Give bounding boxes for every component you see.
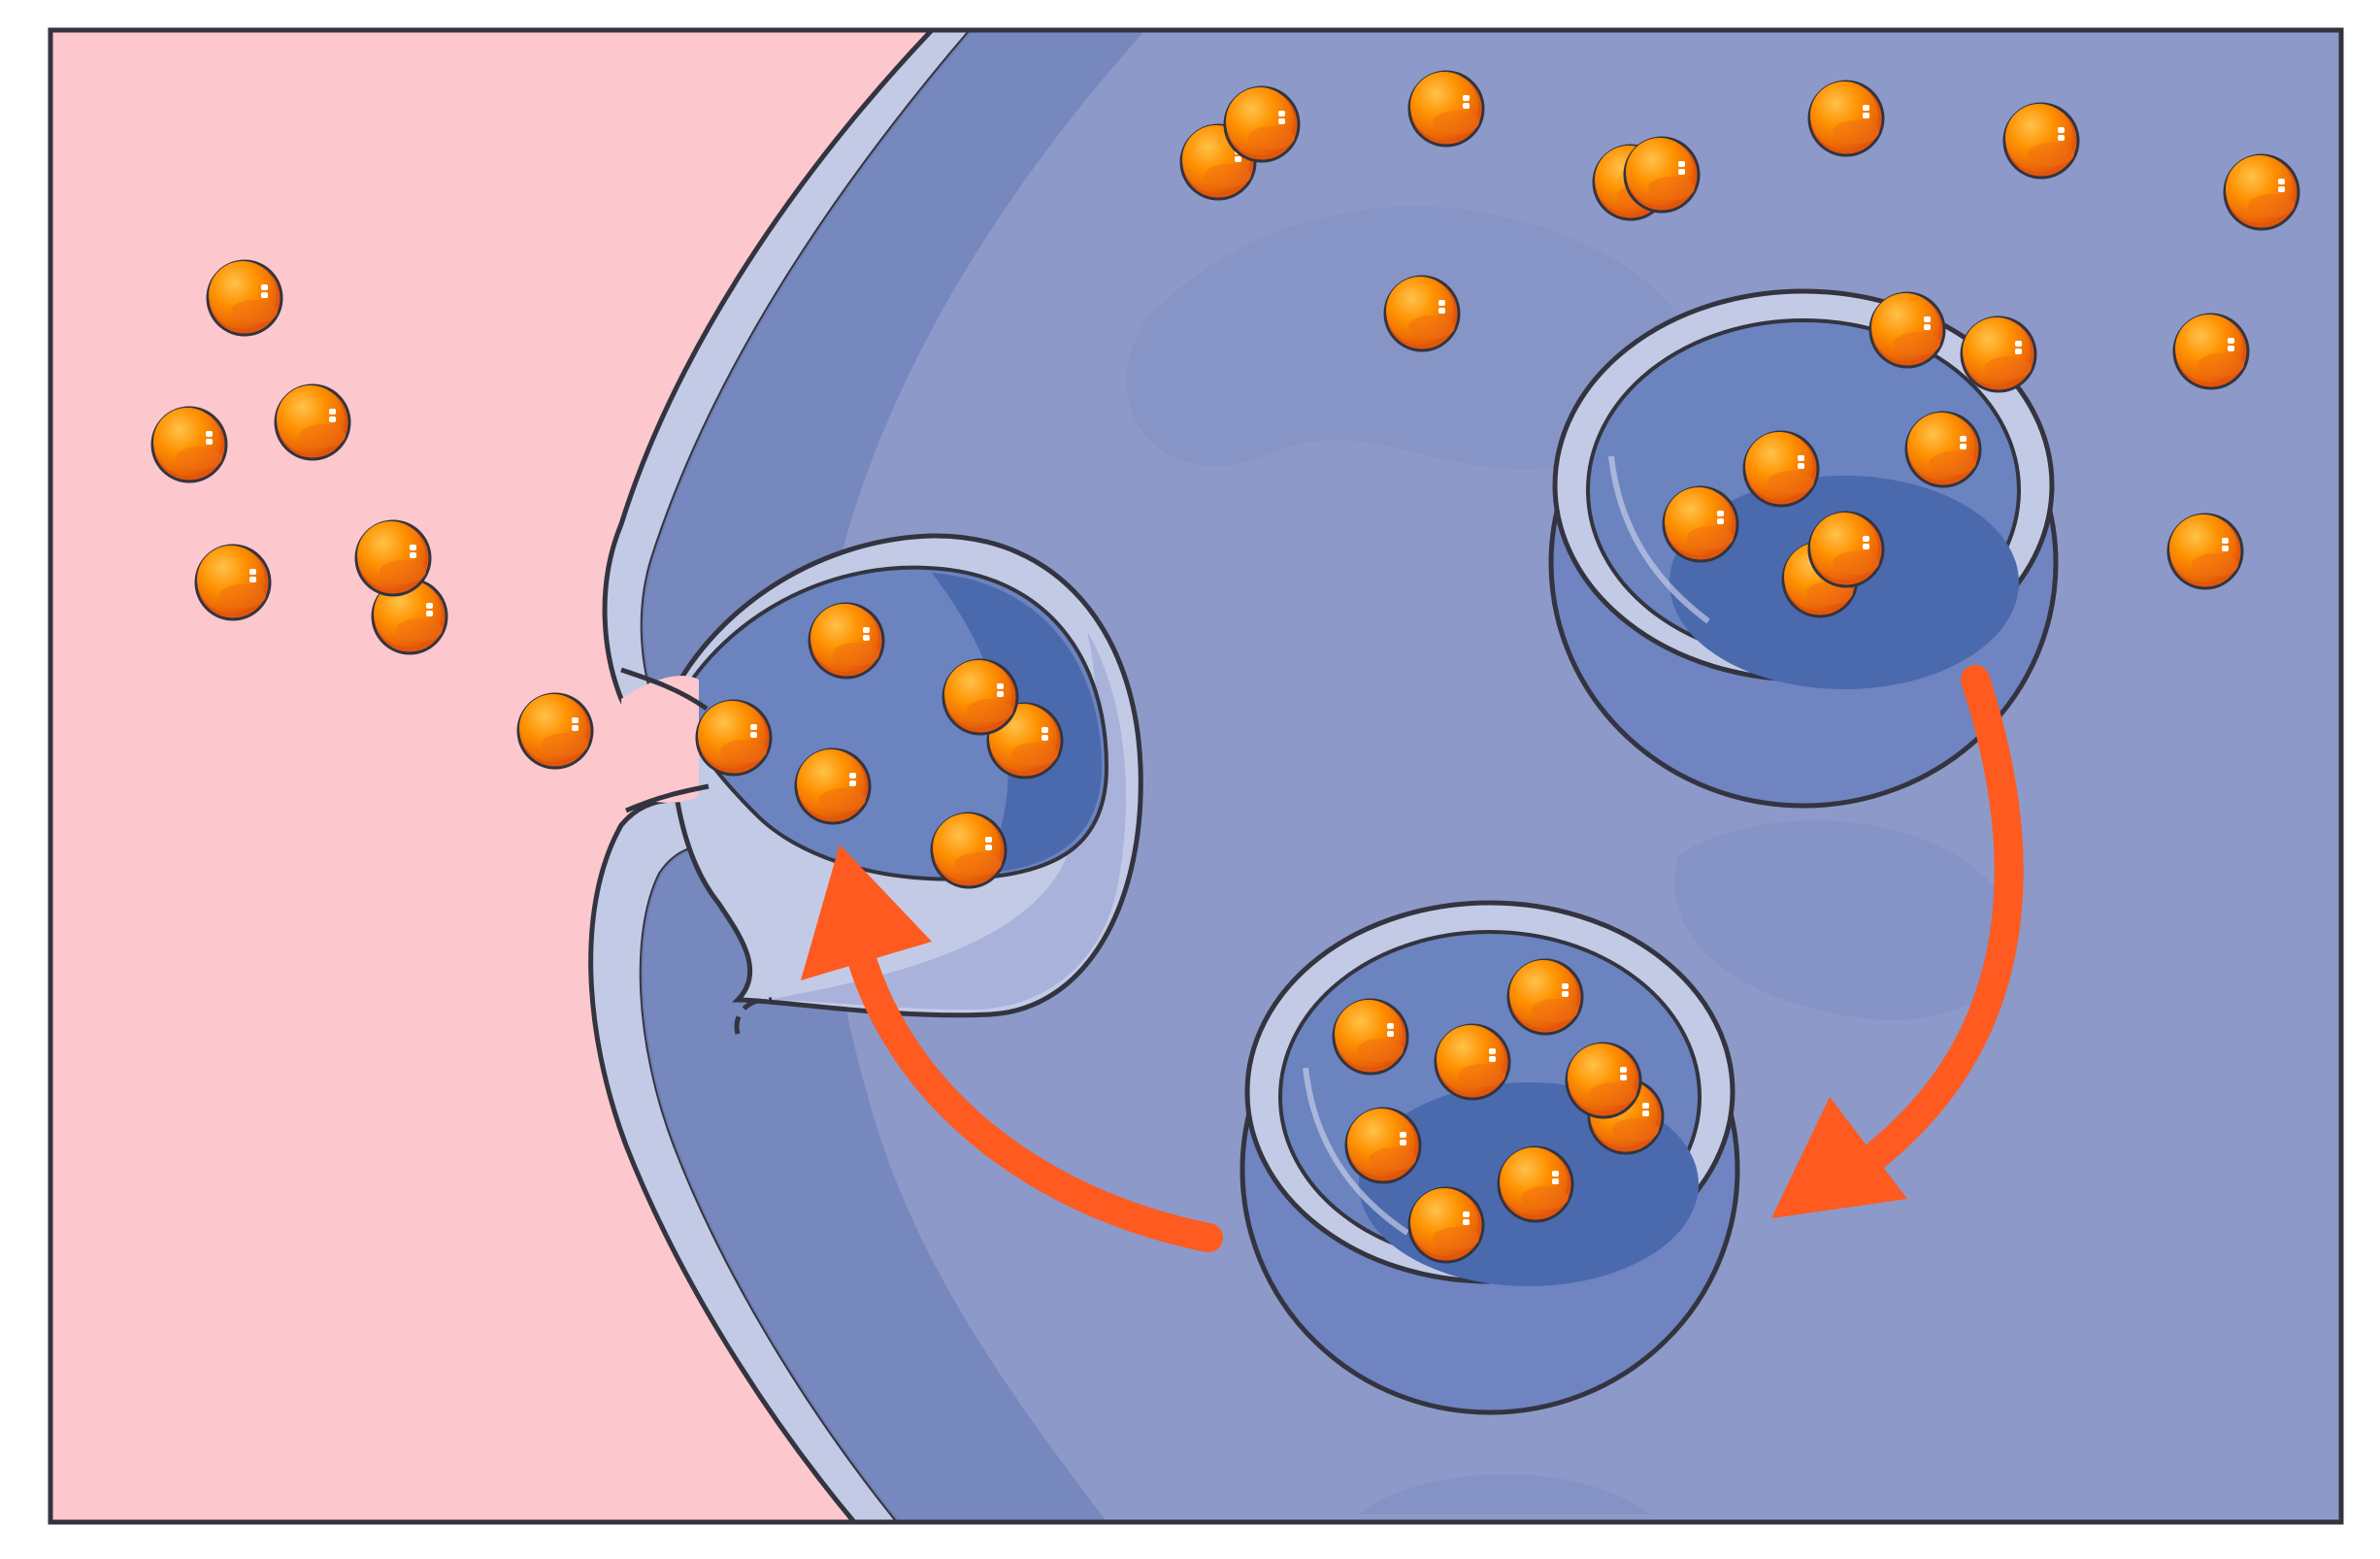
particle [1662, 485, 1739, 563]
particle [206, 259, 283, 337]
particle [1344, 1107, 1422, 1184]
particle [1742, 430, 1820, 508]
cytoplasm-rim [641, 30, 1145, 1522]
transport-vesicle [1240, 900, 1740, 1415]
particle [1807, 80, 1885, 157]
cytoplasm-texture-3 [1359, 1474, 1650, 1514]
fusing-vesicle [620, 533, 1143, 1035]
particle [1623, 136, 1701, 214]
fusing-vesicle-dash [734, 997, 773, 1035]
particle [794, 747, 872, 825]
particle [808, 602, 885, 680]
arrow-head-up [801, 845, 932, 980]
frame-border [48, 27, 2344, 1525]
transport-arrows [801, 665, 2024, 1252]
particle [1960, 315, 2037, 393]
particle [1332, 998, 1409, 1076]
particle [274, 383, 351, 461]
fusion-pore [621, 676, 699, 803]
particle [1506, 958, 1584, 1036]
particle [194, 544, 272, 621]
particle [942, 658, 1019, 736]
particle [1807, 511, 1885, 588]
particle [2166, 513, 2244, 590]
cytoplasm-texture-2 [1674, 820, 2016, 1020]
particle [2223, 153, 2300, 231]
particle [1497, 1145, 1574, 1223]
particle [1407, 1186, 1485, 1264]
particle [695, 699, 773, 777]
arrow-transport-to-membrane [840, 917, 1223, 1252]
particle [930, 812, 1008, 889]
particle [1565, 1042, 1642, 1119]
arrow-free-to-transport [1849, 665, 2024, 1179]
particle [354, 519, 432, 597]
particle [2172, 313, 2250, 390]
particle [1223, 85, 1301, 163]
particle [2002, 102, 2080, 180]
fusing-vesicle-shadow [767, 631, 1126, 1010]
particle [1383, 275, 1461, 352]
arrow-head-down [1771, 1097, 1907, 1218]
fusion-pore-edge [620, 667, 710, 813]
particle [1868, 291, 1946, 369]
particle [1904, 411, 1982, 488]
particle [150, 406, 228, 483]
particle [1434, 1023, 1511, 1101]
particle [516, 692, 594, 770]
particle [1407, 70, 1485, 148]
